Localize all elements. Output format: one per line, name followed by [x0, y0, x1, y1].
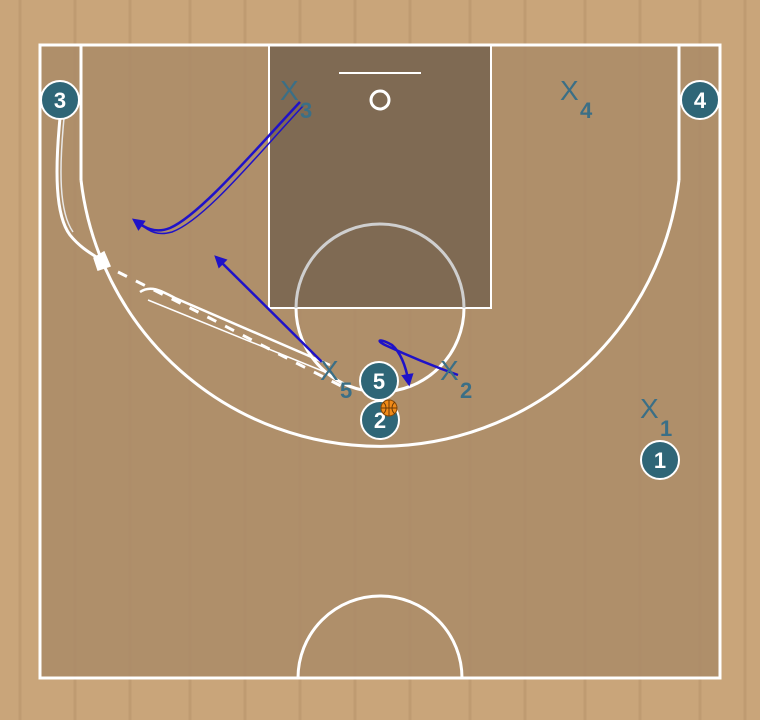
- three-point-arc: [79, 179, 681, 448]
- player-3: 3: [40, 80, 80, 120]
- player-5: 5: [359, 361, 399, 401]
- paint-area: [268, 44, 492, 309]
- x2-movement-arrow: [378, 339, 459, 387]
- defender-x5-number: 5: [340, 378, 352, 403]
- player-4-number: 4: [694, 88, 707, 113]
- hoop: [369, 89, 391, 111]
- defender-x5: X 5: [320, 355, 352, 403]
- cut-arrows: [131, 101, 459, 387]
- player-3-dashed-cut: [117, 270, 346, 390]
- player-2-number: 2: [374, 408, 386, 433]
- defender-x4-letter: X: [560, 75, 579, 106]
- player-1-number: 1: [654, 448, 666, 473]
- player-4-marker: [680, 80, 720, 120]
- defender-x1: X 1: [640, 393, 672, 441]
- basketball-icon: [380, 399, 398, 417]
- defender-x5-letter: X: [320, 355, 339, 386]
- player-3-number: 3: [54, 88, 66, 113]
- defender-x4-number: 4: [580, 98, 593, 123]
- court-boundary: [38, 43, 722, 680]
- player-3-path: [55, 117, 346, 390]
- player-3-cut-line-shadow: [60, 117, 74, 233]
- defender-x2: X 2: [440, 355, 472, 403]
- defender-x3-letter: X: [280, 75, 299, 106]
- player-5-marker: [359, 361, 399, 401]
- player-5-number: 5: [373, 369, 385, 394]
- player-3-marker: [40, 80, 80, 120]
- screen-marker: [93, 250, 112, 271]
- defender-x3-number: 3: [300, 98, 312, 123]
- player-4: 4: [680, 80, 720, 120]
- defender-x4: X 4: [560, 75, 593, 123]
- player-1-marker: [640, 440, 680, 480]
- x3-movement-arrow: [131, 101, 301, 232]
- screen-path-line-2: [147, 299, 326, 373]
- defender-x2-number: 2: [460, 378, 472, 403]
- defender-x1-letter: X: [640, 393, 659, 424]
- defender-x3: X 3: [280, 75, 312, 123]
- x3-movement-arrow-shadow: [139, 105, 304, 235]
- defender-x1-number: 1: [660, 416, 672, 441]
- x5-movement-arrow: [214, 255, 323, 363]
- court-lines: [38, 43, 722, 680]
- player-3-cut-line: [55, 117, 105, 264]
- defender-x2-letter: X: [440, 355, 459, 386]
- player-1: 1: [640, 440, 680, 480]
- free-throw-circle: [294, 222, 466, 309]
- screen-path-line: [139, 287, 331, 367]
- center-circle: [296, 594, 464, 679]
